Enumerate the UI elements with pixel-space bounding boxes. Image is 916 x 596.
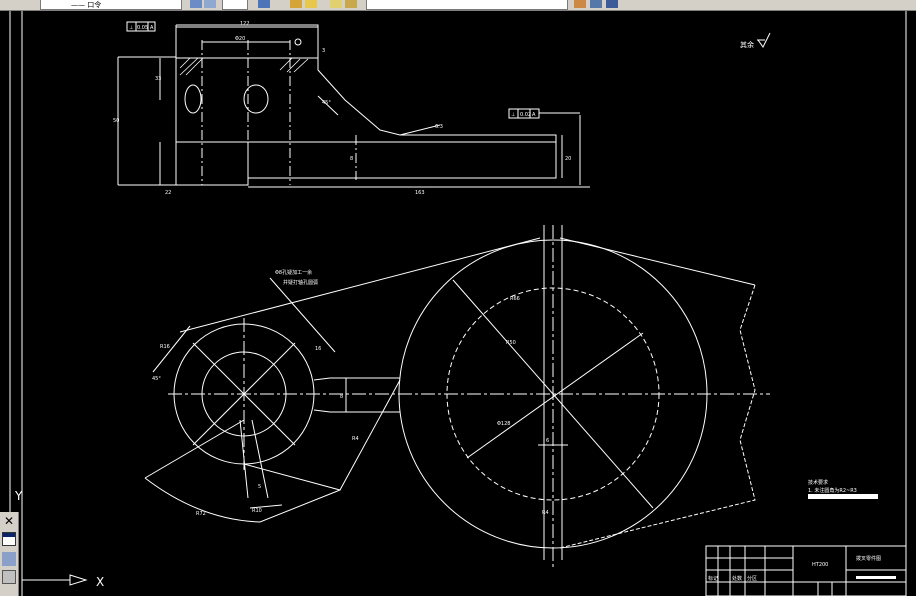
dim-rot: R4 xyxy=(542,510,549,516)
design-center-icon[interactable] xyxy=(2,570,16,584)
layer-icon[interactable] xyxy=(190,0,202,8)
style-combo[interactable] xyxy=(222,0,248,10)
gdt-right-symbol: ⊥ xyxy=(511,112,515,118)
sun-icon[interactable] xyxy=(330,0,342,8)
lock-icon[interactable] xyxy=(345,0,357,8)
note-line2: 并疑打轴孔圆弧 xyxy=(283,279,318,286)
dim-bore: Φ20 xyxy=(235,36,245,42)
gdt-left-symbol: ⊥ xyxy=(129,25,133,31)
ucs-y-label: Y xyxy=(14,489,23,503)
layer-combo[interactable]: —— 口令 xyxy=(40,0,182,10)
dim-total-height: 50 xyxy=(113,118,119,124)
title-row-3: 分区 xyxy=(747,575,757,582)
tech-req-line1: 1. 未注圆角为R2~R3 xyxy=(808,487,857,494)
dim-right-small: 3 xyxy=(322,48,325,54)
gdt-left-datum: A xyxy=(150,25,154,31)
ucs-x-label: X xyxy=(96,575,104,589)
linetype-icon[interactable] xyxy=(590,0,602,8)
dim-left-r: R16 xyxy=(160,344,170,350)
properties-palette-icon[interactable] xyxy=(2,552,16,566)
dim-small: 5 xyxy=(258,484,261,490)
lineweight-icon[interactable] xyxy=(606,0,618,8)
color-icon[interactable] xyxy=(574,0,586,8)
command-window-icon[interactable] xyxy=(2,532,16,546)
gdt-right-tol: 0.02 xyxy=(520,112,531,118)
note-line1: Φ8孔疑加工一余 xyxy=(275,269,312,276)
layer-combo-text: —— 口令 xyxy=(71,1,102,9)
dim-bottom-left: 22 xyxy=(165,190,171,196)
dim-offset: 16 xyxy=(315,346,321,352)
gdt-left-tol: 0.05 xyxy=(137,25,148,31)
roughness-note: 其余 xyxy=(740,40,754,49)
dim-slot: 8 xyxy=(340,394,343,400)
dim-width: 6 xyxy=(546,438,549,444)
color-combo[interactable] xyxy=(366,0,568,10)
ucs-icon xyxy=(21,505,88,586)
drawing-canvas[interactable]: ⊥ 0.05 A ⊥ 0.02 A 122 Φ20 33 50 22 163 4… xyxy=(0,11,916,596)
top-view xyxy=(117,21,590,188)
match-icon[interactable] xyxy=(290,0,302,8)
dim-bottom: R10 xyxy=(252,508,262,514)
title-block xyxy=(705,545,907,596)
dim-dia-bore: Φ128 xyxy=(497,421,510,427)
cad-toolbar: —— 口令 xyxy=(0,0,916,11)
dim-height-left: 33 xyxy=(155,76,161,82)
title-row-2: 处数 xyxy=(732,575,742,582)
layer-state-icon[interactable] xyxy=(204,0,216,8)
title-part-name: 拨叉零件图 xyxy=(856,555,881,562)
tech-req-underline xyxy=(808,494,878,499)
properties-icon[interactable] xyxy=(258,0,270,8)
dim-angle: 45° xyxy=(322,100,331,106)
dim-center: 8 xyxy=(350,156,353,162)
dim-right: 20 xyxy=(565,156,571,162)
gdt-right-datum: A xyxy=(532,112,536,118)
tech-req-title: 技术要求 xyxy=(808,479,828,486)
close-icon[interactable]: ✕ xyxy=(3,514,15,528)
dim-angle-small: R4 xyxy=(352,436,359,442)
side-toolbar: ✕ xyxy=(0,512,19,596)
dim-left-ang: 45° xyxy=(152,376,161,382)
dim-bottom-total: 163 xyxy=(415,190,425,196)
title-material: HT200 xyxy=(812,562,828,568)
lightbulb-icon[interactable] xyxy=(305,0,317,8)
dim-r-inner: R50 xyxy=(506,340,516,346)
dim-section: 6.3 xyxy=(435,124,443,130)
title-school-bar xyxy=(856,576,896,579)
dim-r-large: R66 xyxy=(510,296,520,302)
dim-bottom-arc: R72 xyxy=(196,511,206,517)
dim-width-top: 122 xyxy=(240,21,250,27)
front-view xyxy=(144,225,770,570)
roughness-symbol xyxy=(757,32,771,48)
title-row-1: 标记 xyxy=(708,575,718,582)
